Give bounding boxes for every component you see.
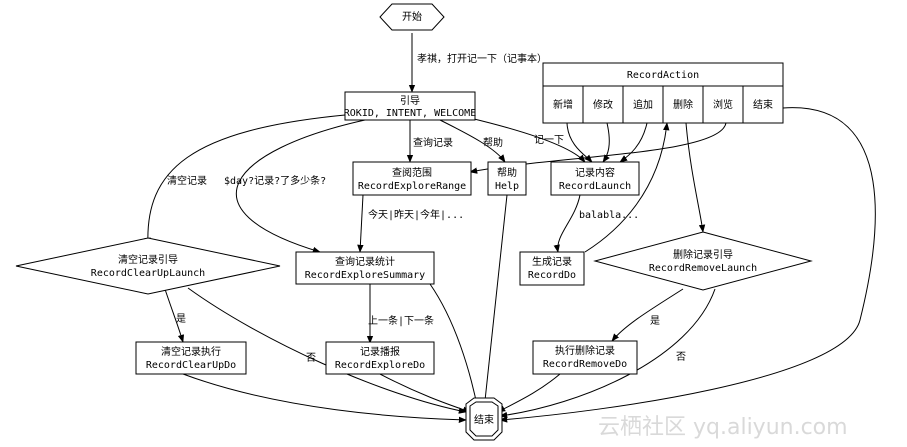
label-no-remove: 否 — [676, 351, 686, 363]
label-yes-remove: 是 — [650, 315, 660, 327]
edge-guide-clear-launch — [144, 114, 346, 246]
record-do-cn: 生成记录 — [532, 255, 572, 268]
edge-append-launch — [619, 122, 648, 163]
label-yes-clear: 是 — [176, 313, 186, 325]
edge-explore-do-end — [379, 373, 471, 413]
edge-remove-no — [499, 288, 716, 419]
edge-clear-no — [187, 287, 467, 414]
label-help: 帮助 — [483, 136, 503, 149]
edge-remove-yes — [611, 288, 684, 342]
launch-box — [550, 161, 640, 196]
remove-do-box — [532, 340, 638, 375]
watermark: 云栖社区 yq.aliyun.com — [598, 415, 848, 440]
clear-launch-shape — [15, 237, 281, 295]
edge-guide-launch — [469, 117, 586, 163]
label-balabla: balabla... — [579, 210, 639, 221]
edge-do-add — [584, 122, 670, 253]
node-start: 开始 — [379, 3, 445, 31]
node-clear-launch: 清空记录引导 RecordClearUpLaunch — [15, 237, 281, 295]
clear-do-en: RecordClearUpDo — [146, 360, 236, 371]
clear-launch-en: RecordClearUpLaunch — [91, 268, 205, 279]
edge-clear-yes — [162, 282, 185, 343]
help-en: Help — [495, 181, 519, 192]
guide-label-cn: 引导 — [400, 95, 420, 107]
edge-clear-do-end — [182, 373, 467, 423]
label-clear: 清空记录 — [167, 174, 207, 187]
label-query: 查询记录 — [413, 136, 453, 149]
explore-range-en: RecordExploreRange — [358, 181, 466, 192]
node-remove-launch: 删除记录引导 RecordRemoveLaunch — [593, 231, 813, 291]
clear-do-box — [135, 341, 247, 375]
node-end: 结束 — [465, 397, 503, 441]
record-action-cell-end: 结束 — [753, 98, 773, 111]
clear-launch-cn: 清空记录引导 — [118, 253, 178, 266]
explore-summary-en: RecordExploreSummary — [305, 270, 425, 281]
start-label: 开始 — [402, 10, 422, 23]
node-help: 帮助 Help — [487, 161, 527, 196]
help-box — [487, 161, 527, 196]
record-action-cell-new: 新增 — [553, 98, 573, 111]
label-start-guide: 孝祺，打开记一下（记事本） — [417, 52, 547, 65]
explore-summary-box — [295, 251, 435, 285]
launch-en: RecordLaunch — [559, 181, 631, 192]
node-guide: 引导 ROKID, INTENT, WELCOME — [344, 91, 476, 121]
record-do-en: RecordDo — [528, 270, 576, 281]
remove-do-en: RecordRemoveDo — [543, 359, 627, 370]
node-explore-do: 记录播报 RecordExploreDo — [325, 341, 435, 375]
label-note: 记一下 — [534, 134, 564, 146]
edge-end-end — [499, 107, 876, 423]
start-shape — [379, 3, 445, 31]
edge-range-summary — [357, 194, 364, 253]
remove-launch-shape — [593, 231, 813, 291]
record-action-cell-delete: 删除 — [673, 98, 693, 111]
explore-summary-cn: 查询记录统计 — [335, 255, 395, 268]
explore-range-cn: 查阅范围 — [392, 166, 432, 179]
explore-range-box — [352, 161, 472, 196]
record-action-cell-append: 追加 — [633, 98, 653, 111]
clear-do-cn: 清空记录执行 — [161, 345, 221, 358]
node-remove-do: 执行删除记录 RecordRemoveDo — [532, 340, 638, 375]
launch-cn: 记录内容 — [575, 166, 615, 179]
node-record-do: 生成记录 RecordDo — [519, 251, 585, 286]
remove-do-cn: 执行删除记录 — [555, 344, 615, 357]
help-cn: 帮助 — [497, 166, 517, 179]
guide-label-en: ROKID, INTENT, WELCOME — [344, 108, 476, 119]
record-do-box — [519, 251, 585, 286]
end-label: 结束 — [474, 413, 494, 426]
edge-labels: 孝祺，打开记一下（记事本） 查询记录 帮助 记一下 清空记录 $day?记录?了… — [167, 52, 686, 364]
label-no-clear: 否 — [306, 352, 316, 364]
edge-new-launch — [566, 122, 593, 163]
edge-guide-explore-summary — [235, 119, 366, 253]
record-action-cell-browse: 浏览 — [713, 98, 733, 111]
edge-summary-end — [429, 283, 480, 411]
node-clear-do: 清空记录执行 RecordClearUpDo — [135, 341, 247, 375]
remove-launch-en: RecordRemoveLaunch — [649, 263, 757, 274]
label-range-options: 今天|昨天|今年|... — [368, 208, 464, 221]
edge-help-end — [481, 194, 508, 411]
node-launch: 记录内容 RecordLaunch — [550, 161, 640, 196]
edge-remove-do-end — [497, 373, 561, 413]
end-shape-inner — [469, 401, 499, 437]
record-action-title: RecordAction — [627, 70, 699, 81]
record-action-table: RecordAction 新增 修改 追加 删除 浏览 结束 — [542, 62, 784, 124]
edge-modify-launch — [602, 122, 610, 163]
label-day-count: $day?记录?了多少条? — [224, 174, 326, 187]
node-explore-summary: 查询记录统计 RecordExploreSummary — [295, 251, 435, 285]
edge-delete-remove-launch — [685, 122, 706, 233]
guide-box — [344, 91, 476, 121]
node-explore-range: 查阅范围 RecordExploreRange — [352, 161, 472, 196]
explore-do-cn: 记录播报 — [360, 345, 400, 358]
label-next-prev: 上一条|下一条 — [368, 314, 434, 327]
explore-do-en: RecordExploreDo — [335, 360, 425, 371]
remove-launch-cn: 删除记录引导 — [673, 248, 733, 261]
explore-do-box — [325, 341, 435, 375]
edge-guide-help — [439, 119, 506, 163]
edge-launch-do — [553, 194, 581, 253]
record-action-cell-modify: 修改 — [593, 98, 613, 111]
